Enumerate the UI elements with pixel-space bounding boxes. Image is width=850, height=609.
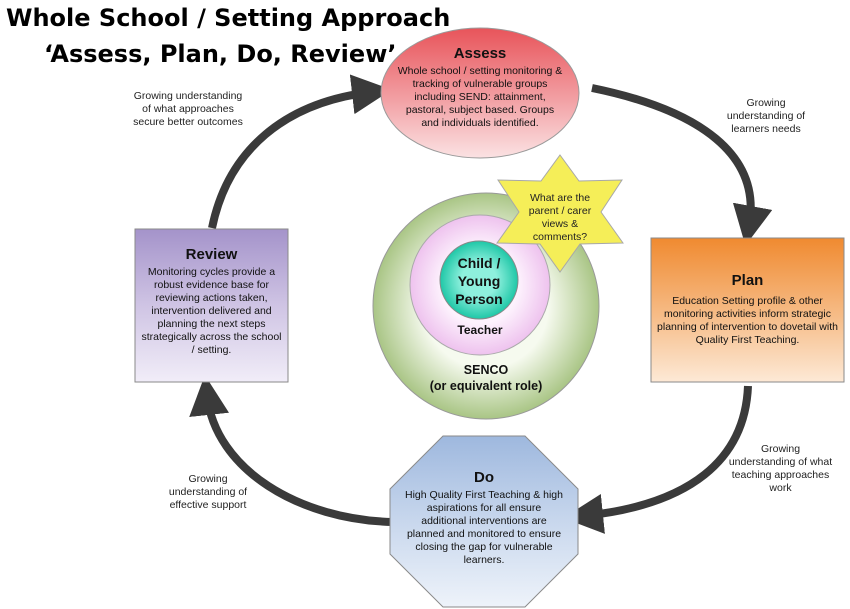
- arrow-review-to-assess: [208, 74, 392, 229]
- page-title-line2: ‘Assess, Plan, Do, Review’: [44, 40, 397, 68]
- review-heading: Review: [185, 246, 238, 263]
- arrow-plan-to-do: [563, 385, 752, 534]
- plan-shape: [650, 237, 845, 383]
- review-block: Review Monitoring cycles provide a robus…: [139, 246, 284, 357]
- assess-shape: [380, 27, 580, 159]
- do-shape: [389, 435, 579, 608]
- senco-label-line1: SENCO: [463, 363, 509, 377]
- note-better-outcomes: Growing understanding of what approaches…: [133, 90, 243, 128]
- senco-label: SENCO (or equivalent role): [416, 362, 556, 394]
- plan-text: Education Setting profile & other monito…: [657, 295, 838, 346]
- assess-heading: Assess: [453, 45, 507, 62]
- teacher-label: Teacher: [457, 323, 503, 337]
- review-text: Monitoring cycles provide a robust evide…: [141, 266, 282, 356]
- do-block: Do High Quality First Teaching & high as…: [405, 469, 563, 567]
- do-heading: Do: [474, 469, 494, 486]
- child-label: Child / Young Person: [455, 255, 503, 307]
- child-circle: [439, 240, 519, 320]
- plan-block: Plan Education Setting profile & other m…: [656, 272, 839, 347]
- assess-text: Whole school / setting monitoring & trac…: [397, 65, 563, 129]
- note-teaching-approaches: Growing understanding of what teaching a…: [728, 443, 833, 494]
- note-learners-needs: Growing understanding of learners needs: [726, 97, 806, 135]
- parent-views-star: [496, 154, 624, 273]
- senco-label-line2: (or equivalent role): [429, 379, 543, 393]
- arrow-do-to-review: [189, 375, 394, 526]
- review-shape: [134, 228, 289, 383]
- arrow-assess-to-plan: [591, 84, 773, 246]
- assess-block: Assess Whole school / setting monitoring…: [396, 45, 564, 130]
- plan-heading: Plan: [731, 272, 764, 289]
- do-text: High Quality First Teaching & high aspir…: [405, 489, 563, 566]
- page-title-line1: Whole School / Setting Approach: [6, 4, 451, 32]
- star-label: What are the parent / carer views & comm…: [528, 192, 592, 243]
- note-effective-support: Growing understanding of effective suppo…: [168, 473, 248, 511]
